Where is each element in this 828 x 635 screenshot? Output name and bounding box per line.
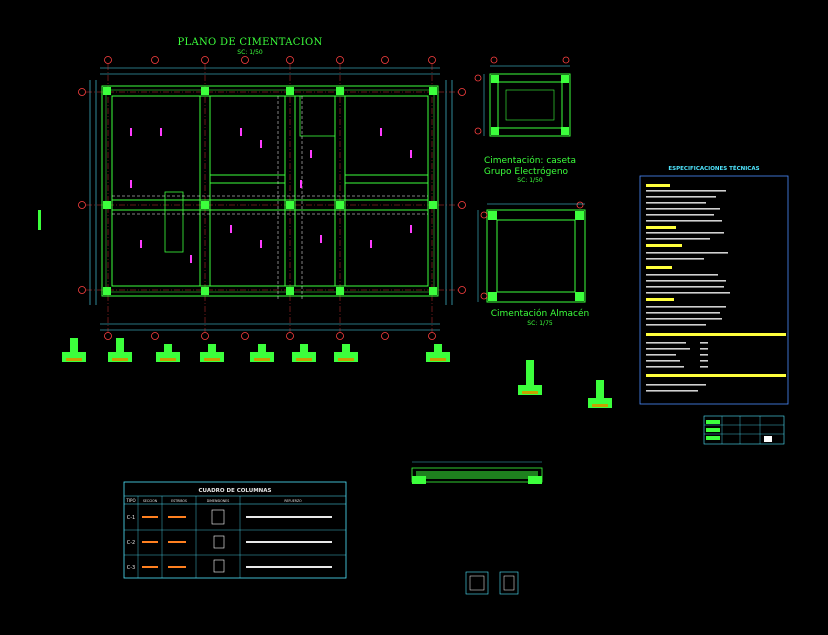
footing-details: [62, 338, 612, 408]
specs-title: ESPECIFICACIONES TÉCNICAS: [668, 164, 759, 172]
small-legend-table: [703, 415, 785, 445]
almacen-title: Cimentación Almacén: [491, 308, 590, 319]
columns-table: CUADRO DE COLUMNAS TIPO SECCION ESTRIBOS…: [123, 481, 347, 579]
table-row-tipo: C-3: [127, 565, 135, 571]
side-label: [38, 210, 41, 230]
table-row-tipo: C-2: [127, 540, 135, 546]
col-header-refuerzo: REFUERZO: [284, 499, 302, 503]
col-header-dimensiones: DIMENSIONES: [207, 499, 229, 503]
specs-panel: ESPECIFICACIONES TÉCNICAS: [639, 164, 789, 405]
columns-table-title: CUADRO DE COLUMNAS: [199, 488, 272, 494]
table-row-tipo: C-1: [127, 515, 135, 521]
columns: [103, 87, 437, 295]
almacen-plan: Cimentación Almacén SC: 1/75: [477, 201, 590, 327]
foundation-plan: PLANO DE CIMENTACION SC: 1/50: [78, 37, 466, 340]
caseta-scale: SC: 1/50: [517, 177, 543, 184]
col-header-tipo: TIPO: [125, 498, 135, 503]
foundation-strips: [101, 85, 439, 297]
corridor-dashed: [112, 96, 428, 300]
col-header-seccion: SECCION: [143, 499, 158, 503]
plan-scale: SC: 1/50: [237, 49, 263, 56]
caseta-title-1: Cimentación: caseta: [484, 155, 576, 166]
top-dimension-lines: [89, 67, 453, 331]
caseta-title-2: Grupo Electrógeno: [484, 166, 569, 177]
plan-title: PLANO DE CIMENTACION: [178, 37, 323, 48]
wall-section-detail: [411, 461, 543, 484]
footing-detail-fills: [66, 358, 608, 407]
axis-bubbles: [78, 56, 466, 340]
col-header-estribos: ESTRIBOS: [171, 499, 187, 503]
section-marks: [130, 128, 412, 263]
beam-inner-lines: [105, 89, 435, 293]
caseta-plan: Cimentación: caseta Grupo Electrógeno SC…: [474, 56, 576, 184]
small-column-details: [465, 571, 519, 595]
almacen-scale: SC: 1/75: [527, 320, 553, 327]
